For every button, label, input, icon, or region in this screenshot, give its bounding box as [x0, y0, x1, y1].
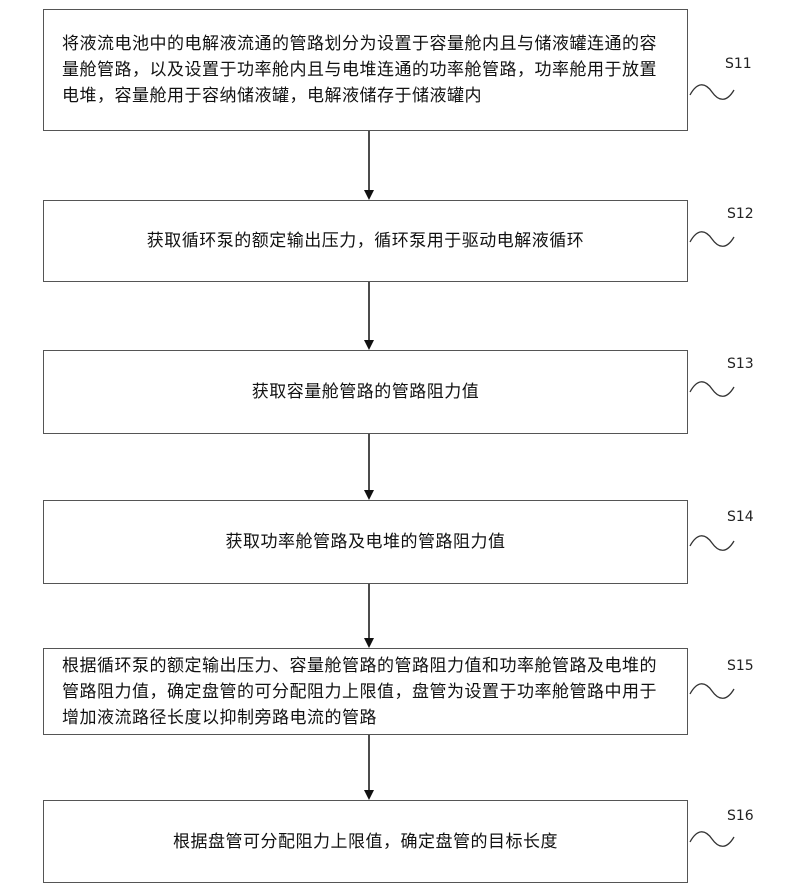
step-label-s15: S15	[727, 658, 754, 674]
step-box-s16: 根据盘管可分配阻力上限值，确定盘管的目标长度	[43, 800, 688, 883]
step-label-s16: S16	[727, 808, 754, 824]
step-label-s11: S11	[725, 56, 752, 72]
step-box-s12: 获取循环泵的额定输出压力，循环泵用于驱动电解液循环	[43, 200, 688, 282]
step-box-s14: 获取功率舱管路及电堆的管路阻力值	[43, 500, 688, 584]
step-label-s13: S13	[727, 356, 754, 372]
step-box-s13: 获取容量舱管路的管路阻力值	[43, 350, 688, 434]
leader-s16	[690, 832, 734, 846]
leader-s14	[690, 536, 734, 550]
step-text-s16: 根据盘管可分配阻力上限值，确定盘管的目标长度	[44, 829, 687, 855]
step-label-s12: S12	[727, 206, 754, 222]
step-box-s15: 根据循环泵的额定输出压力、容量舱管路的管路阻力值和功率舱管路及电堆的管路阻力值，…	[43, 648, 688, 735]
leader-s11	[690, 85, 734, 99]
step-text-s13: 获取容量舱管路的管路阻力值	[44, 379, 687, 405]
step-text-s14: 获取功率舱管路及电堆的管路阻力值	[44, 529, 687, 555]
step-text-s15: 根据循环泵的额定输出压力、容量舱管路的管路阻力值和功率舱管路及电堆的管路阻力值，…	[44, 653, 687, 731]
step-text-s11: 将液流电池中的电解液流通的管路划分为设置于容量舱内且与储液罐连通的容量舱管路，以…	[44, 31, 687, 109]
step-text-s12: 获取循环泵的额定输出压力，循环泵用于驱动电解液循环	[44, 228, 687, 254]
step-box-s11: 将液流电池中的电解液流通的管路划分为设置于容量舱内且与储液罐连通的容量舱管路，以…	[43, 9, 688, 131]
leader-s13	[690, 382, 734, 396]
leader-s15	[690, 684, 734, 698]
step-label-s14: S14	[727, 509, 754, 525]
leader-s12	[690, 232, 734, 246]
